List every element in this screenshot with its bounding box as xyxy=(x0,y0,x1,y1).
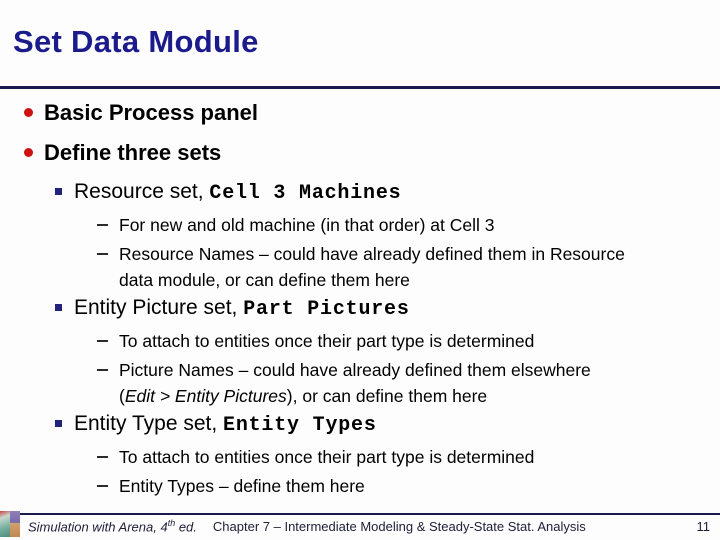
bullet-text: Resource set, Cell 3 Machines xyxy=(74,179,401,206)
dash-icon xyxy=(97,253,108,255)
footer: Simulation with Arena, 4th ed. Chapter 7… xyxy=(28,518,710,534)
book-citation: Simulation with Arena, 4th ed. xyxy=(28,518,197,534)
sub-bullet-text: For new and old machine (in that order) … xyxy=(119,215,495,235)
footer-divider xyxy=(0,513,720,515)
dash-icon xyxy=(97,369,108,371)
set-name-code: Entity Types xyxy=(223,414,377,437)
red-dot-icon xyxy=(24,108,33,117)
dash-icon xyxy=(97,485,108,487)
run-regular: ), or can define them here xyxy=(286,386,488,406)
sub-bullet-text: To attach to entities once their part ty… xyxy=(119,447,535,467)
bullet-text: Entity Picture set, Part Pictures xyxy=(74,295,410,322)
sub-bullet-item: Picture Names – could have already defin… xyxy=(97,357,591,409)
set-name-code: Part Pictures xyxy=(243,298,410,321)
page-number: 11 xyxy=(696,519,711,535)
navy-square-icon xyxy=(55,304,62,311)
edition-superscript: th xyxy=(167,518,176,528)
navy-square-icon xyxy=(55,420,62,427)
bullet-text: Entity Type set, Entity Types xyxy=(74,411,377,438)
page-title: Set Data Module xyxy=(13,24,259,59)
dash-icon xyxy=(97,224,108,226)
sub-bullet-text: Resource Names – could have already defi… xyxy=(119,244,625,290)
bullet-item-entity-picture-set: Entity Picture set, Part Pictures xyxy=(55,295,410,322)
bullet-text: Define three sets xyxy=(44,140,222,165)
sub-bullet-text: Entity Types – define them here xyxy=(119,476,365,496)
sub-bullet-item: To attach to entities once their part ty… xyxy=(97,444,534,470)
bullet-item-entity-type-set: Entity Type set, Entity Types xyxy=(55,411,377,438)
edition-suffix: ed. xyxy=(175,519,197,535)
bullet-item-define-sets: Define three sets xyxy=(24,140,221,166)
title-divider xyxy=(0,86,720,89)
set-name-code: Cell 3 Machines xyxy=(209,182,402,205)
sub-bullet-item: For new and old machine (in that order) … xyxy=(97,212,494,238)
chapter-label: Chapter 7 – Intermediate Modeling & Stea… xyxy=(212,519,586,535)
sub-bullet-item: Entity Types – define them here xyxy=(97,473,365,499)
dash-icon xyxy=(97,340,108,342)
set-label: Entity Type set, xyxy=(74,412,224,435)
book-cover-logo xyxy=(0,511,20,537)
sub-bullet-item: Resource Names – could have already defi… xyxy=(97,241,625,293)
sub-bullet-text: Picture Names – could have already defin… xyxy=(119,357,591,409)
sub-bullet-item: To attach to entities once their part ty… xyxy=(97,328,534,354)
navy-square-icon xyxy=(55,188,62,195)
sub-bullet-text: To attach to entities once their part ty… xyxy=(119,331,535,351)
red-dot-icon xyxy=(24,148,33,157)
set-label: Entity Picture set, xyxy=(74,296,244,319)
bullet-item-basic-process: Basic Process panel xyxy=(24,100,258,126)
set-label: Resource set, xyxy=(74,180,210,203)
run-regular: Picture Names – could have already defin… xyxy=(119,360,591,406)
bullet-text: Basic Process panel xyxy=(44,100,259,125)
bullet-item-resource-set: Resource set, Cell 3 Machines xyxy=(55,179,401,206)
book-title: Simulation with Arena, 4 xyxy=(28,519,168,535)
run-italic-menu-path: Edit > Entity Pictures xyxy=(124,386,287,406)
dash-icon xyxy=(97,456,108,458)
